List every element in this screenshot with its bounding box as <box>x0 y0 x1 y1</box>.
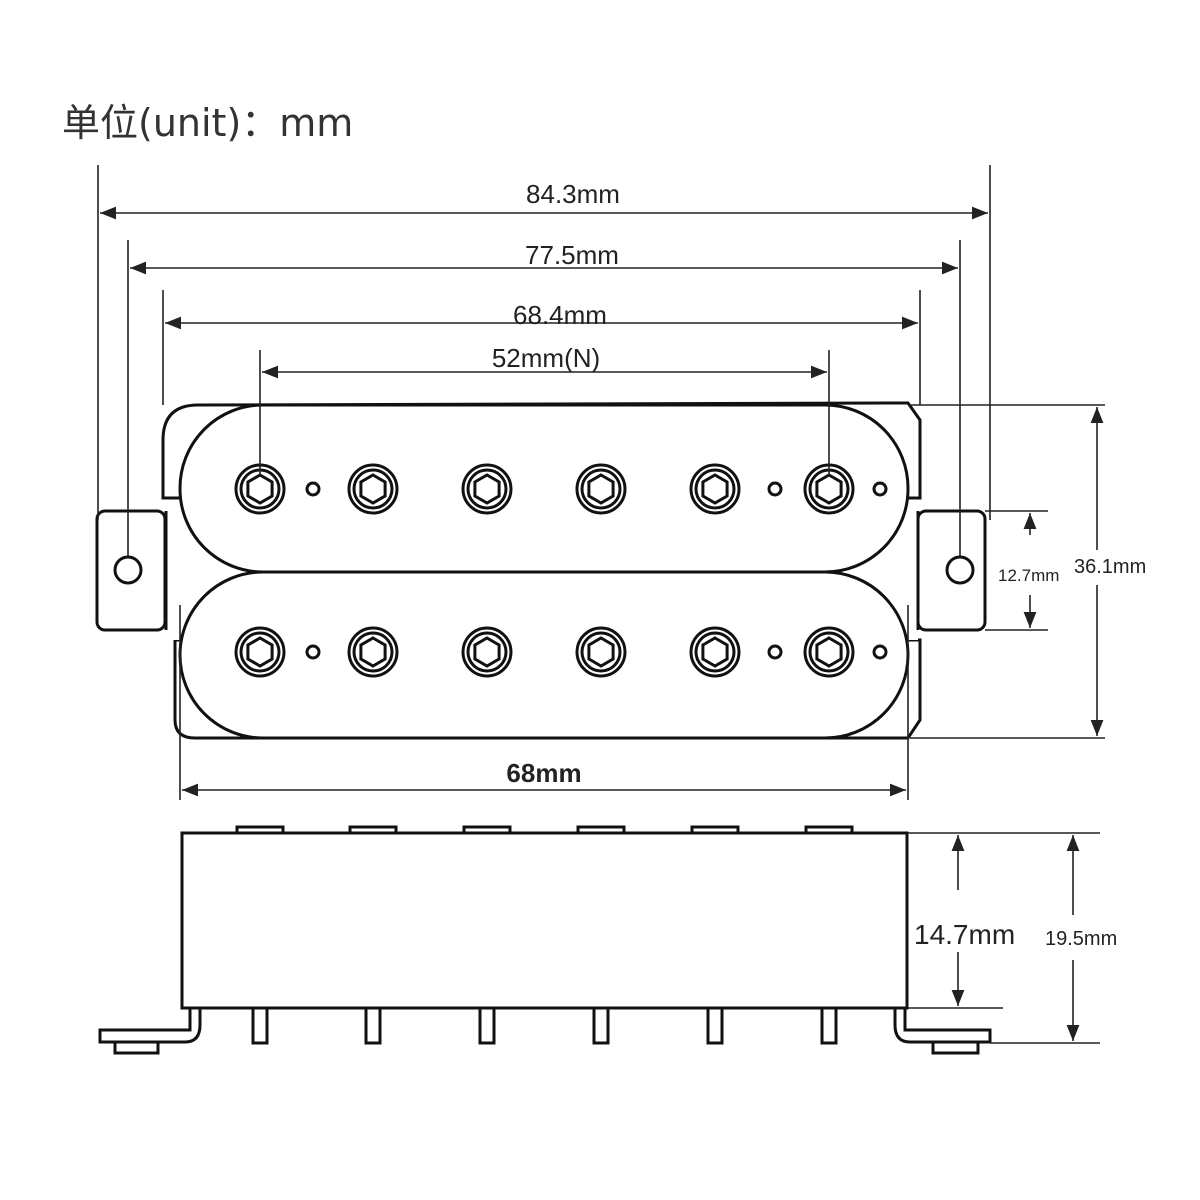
pole-leg <box>592 1004 610 1045</box>
pole-screw <box>689 463 741 515</box>
small-hole <box>767 481 783 497</box>
pole-leg <box>820 1004 838 1045</box>
pole-screw <box>461 626 513 678</box>
hex-socket-icon <box>246 636 274 668</box>
right-mounting-hole <box>945 555 975 585</box>
hex-socket-icon <box>587 636 615 668</box>
pole-leg <box>478 1004 496 1045</box>
dim-baseplate-width: 68.4mm <box>513 300 607 330</box>
pole-pieces <box>234 463 888 678</box>
pole-leg <box>251 1004 269 1045</box>
left-mounting-hole <box>113 555 143 585</box>
small-hole <box>872 481 888 497</box>
dim-total-height: 19.5mm <box>1045 928 1117 950</box>
hex-socket-icon <box>701 636 729 668</box>
hex-socket-icon <box>701 473 729 505</box>
dim-overall-width: 84.3mm <box>526 179 620 209</box>
pole-screw <box>575 626 627 678</box>
hex-socket-icon <box>246 473 274 505</box>
hex-socket-icon <box>815 636 843 668</box>
dim-pole-spacing: 52mm(N) <box>492 343 600 373</box>
small-hole <box>305 644 321 660</box>
hex-socket-icon <box>359 636 387 668</box>
dim-body-height: 14.7mm <box>914 919 1015 950</box>
pole-screw <box>803 626 855 678</box>
pole-screw <box>575 463 627 515</box>
pickup-body-side <box>180 831 909 1010</box>
dim-mount-hole-spacing: 77.5mm <box>525 240 619 270</box>
small-hole <box>767 644 783 660</box>
pole-screw <box>234 626 286 678</box>
pole-screw <box>347 626 399 678</box>
dim-tab-height: 12.7mm <box>998 566 1059 585</box>
dim-overall-depth: 36.1mm <box>1074 556 1146 578</box>
pole-leg <box>706 1004 724 1045</box>
pole-screw <box>689 626 741 678</box>
pole-screw <box>803 463 855 515</box>
hex-socket-icon <box>587 473 615 505</box>
unit-title: 单位(unit)：mm <box>62 101 354 145</box>
hex-socket-icon <box>473 636 501 668</box>
top-coil <box>178 403 910 574</box>
pole-screw <box>347 463 399 515</box>
pole-leg <box>364 1004 382 1045</box>
small-hole <box>305 481 321 497</box>
small-hole <box>872 644 888 660</box>
bottom-coil <box>178 570 910 740</box>
hex-socket-icon <box>473 473 501 505</box>
pole-screw <box>234 463 286 515</box>
hex-socket-icon <box>815 473 843 505</box>
hex-socket-icon <box>359 473 387 505</box>
side-view <box>98 825 992 1055</box>
pole-screw <box>461 463 513 515</box>
dim-cover-length: 68mm <box>506 758 581 788</box>
